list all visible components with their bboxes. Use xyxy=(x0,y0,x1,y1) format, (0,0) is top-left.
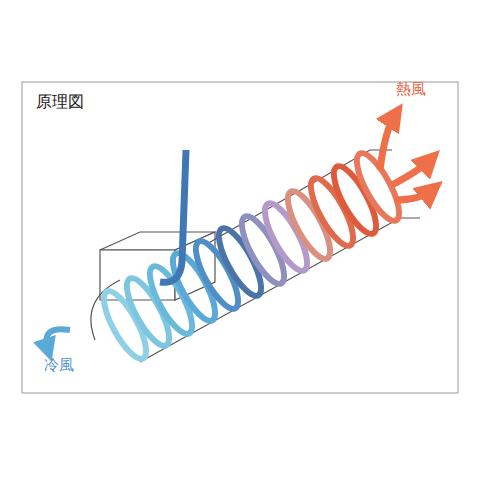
flow-label: 熱風 xyxy=(396,80,426,98)
diagram-title: 原理図 xyxy=(36,92,84,111)
frame xyxy=(22,82,458,393)
inlet-flow xyxy=(160,150,186,282)
flow-label: 冷風 xyxy=(44,356,74,374)
cold-air-arrow xyxy=(46,329,70,350)
hot-air-arrows xyxy=(380,115,432,200)
air-spiral xyxy=(96,148,407,364)
